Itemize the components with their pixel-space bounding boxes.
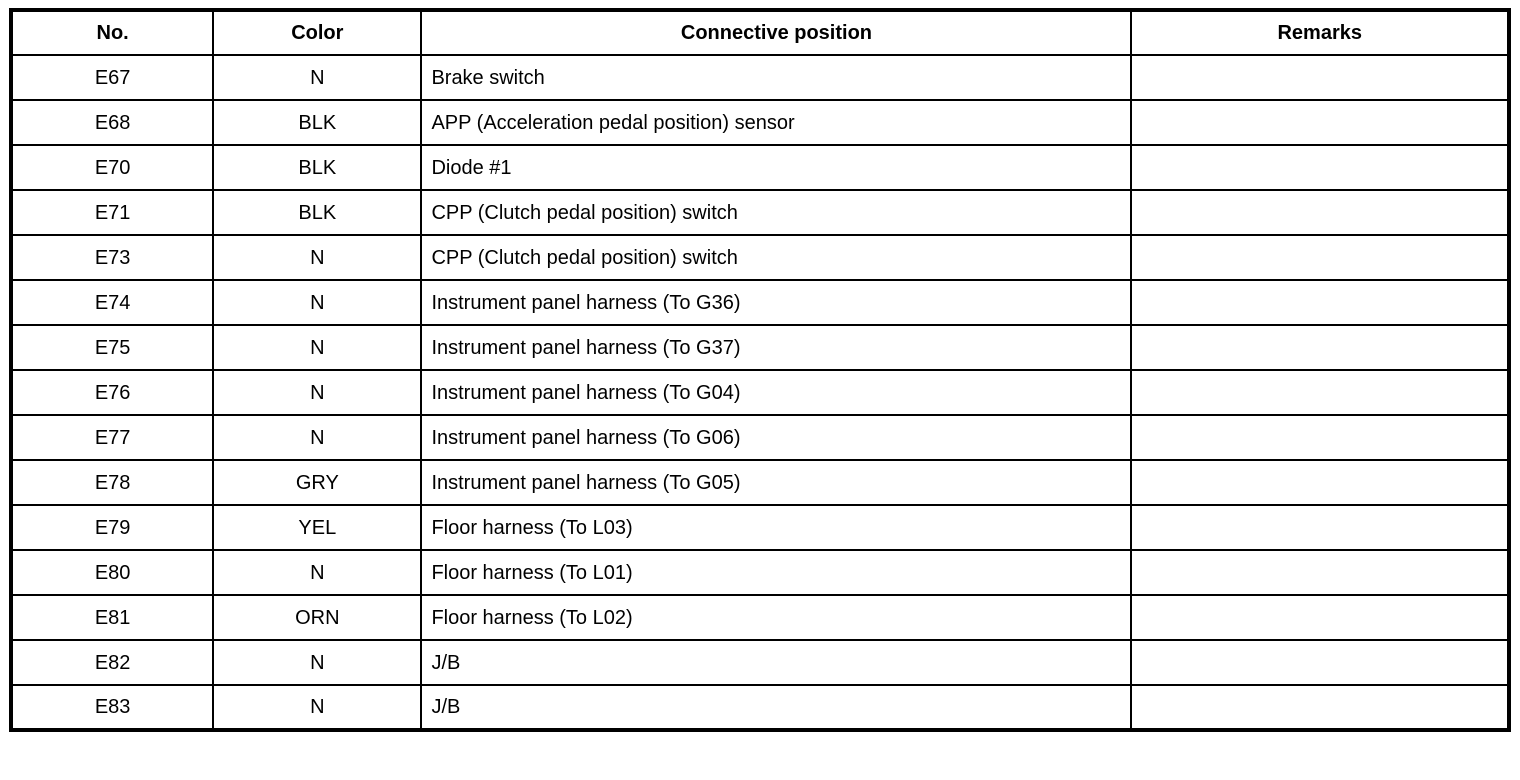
cell-position: J/B [420, 684, 1133, 731]
cell-color: N [212, 54, 423, 101]
cell-color: N [212, 279, 423, 326]
cell-no: E70 [9, 144, 215, 191]
cell-no: E67 [9, 54, 215, 101]
column-header-position: Connective position [420, 9, 1133, 56]
cell-no: E81 [9, 594, 215, 641]
cell-color: N [212, 549, 423, 596]
connector-table: No. Color Connective position Remarks E6… [9, 8, 1511, 732]
cell-remarks [1130, 504, 1510, 551]
cell-position: Brake switch [420, 54, 1133, 101]
cell-no: E68 [9, 99, 215, 146]
cell-color: N [212, 324, 423, 371]
cell-remarks [1130, 189, 1510, 236]
cell-remarks [1130, 594, 1510, 641]
cell-color: N [212, 234, 423, 281]
cell-remarks [1130, 639, 1510, 686]
cell-color: N [212, 369, 423, 416]
column-header-no: No. [9, 9, 215, 56]
cell-no: E76 [9, 369, 215, 416]
cell-color: BLK [212, 144, 423, 191]
cell-remarks [1130, 144, 1510, 191]
cell-remarks [1130, 234, 1510, 281]
cell-position: CPP (Clutch pedal position) switch [420, 189, 1133, 236]
cell-color: N [212, 639, 423, 686]
cell-remarks [1130, 414, 1510, 461]
cell-no: E79 [9, 504, 215, 551]
cell-no: E78 [9, 459, 215, 506]
cell-color: YEL [212, 504, 423, 551]
cell-no: E77 [9, 414, 215, 461]
cell-no: E74 [9, 279, 215, 326]
cell-remarks [1130, 54, 1510, 101]
cell-position: CPP (Clutch pedal position) switch [420, 234, 1133, 281]
cell-position: Floor harness (To L01) [420, 549, 1133, 596]
cell-remarks [1130, 369, 1510, 416]
cell-position: Instrument panel harness (To G04) [420, 369, 1133, 416]
cell-no: E71 [9, 189, 215, 236]
cell-position: Instrument panel harness (To G36) [420, 279, 1133, 326]
cell-color: N [212, 684, 423, 731]
cell-color: BLK [212, 99, 423, 146]
cell-remarks [1130, 459, 1510, 506]
cell-position: J/B [420, 639, 1133, 686]
cell-remarks [1130, 324, 1510, 371]
cell-remarks [1130, 279, 1510, 326]
cell-no: E82 [9, 639, 215, 686]
cell-no: E83 [9, 684, 215, 731]
cell-color: BLK [212, 189, 423, 236]
column-header-color: Color [212, 9, 423, 56]
cell-no: E73 [9, 234, 215, 281]
cell-position: APP (Acceleration pedal position) sensor [420, 99, 1133, 146]
cell-position: Floor harness (To L02) [420, 594, 1133, 641]
cell-no: E75 [9, 324, 215, 371]
cell-position: Floor harness (To L03) [420, 504, 1133, 551]
cell-no: E80 [9, 549, 215, 596]
cell-position: Diode #1 [420, 144, 1133, 191]
cell-remarks [1130, 684, 1510, 731]
cell-remarks [1130, 99, 1510, 146]
cell-position: Instrument panel harness (To G37) [420, 324, 1133, 371]
cell-remarks [1130, 549, 1510, 596]
cell-color: GRY [212, 459, 423, 506]
cell-color: N [212, 414, 423, 461]
column-header-remarks: Remarks [1130, 9, 1510, 56]
cell-color: ORN [212, 594, 423, 641]
cell-position: Instrument panel harness (To G06) [420, 414, 1133, 461]
header-row: No. Color Connective position Remarks [9, 9, 1510, 56]
cell-position: Instrument panel harness (To G05) [420, 459, 1133, 506]
